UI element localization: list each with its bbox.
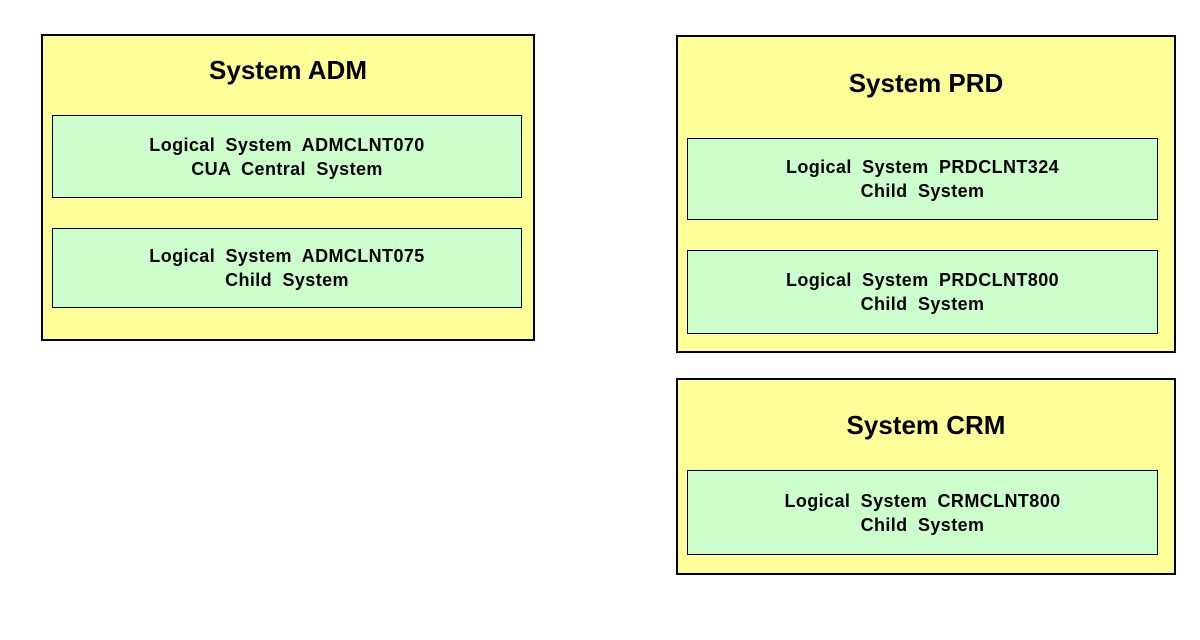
system-box-prd: System PRD Logical System PRDCLNT324 Chi… bbox=[676, 35, 1176, 353]
system-title-adm: System ADM bbox=[209, 55, 367, 85]
logical-system-name: Logical System PRDCLNT324 bbox=[785, 157, 1060, 177]
logical-system-role: Child System bbox=[860, 294, 985, 314]
logical-system-role: CUA Central System bbox=[191, 158, 383, 179]
logical-system-box-admclnt075: Logical System ADMCLNT075 Child System bbox=[52, 228, 522, 308]
system-box-crm: System CRM Logical System CRMCLNT800 Chi… bbox=[676, 378, 1176, 575]
logical-system-box-admclnt070: Logical System ADMCLNT070 CUA Central Sy… bbox=[52, 115, 522, 198]
system-box-adm: System ADM Logical System ADMCLNT070 CUA… bbox=[41, 34, 535, 341]
logical-system-name: Logical System ADMCLNT075 bbox=[149, 246, 425, 266]
logical-system-box-crmclnt800: Logical System CRMCLNT800 Child System bbox=[687, 470, 1158, 555]
system-title-crm: System CRM bbox=[846, 410, 1006, 440]
logical-system-box-prdclnt800: Logical System PRDCLNT800 Child System bbox=[687, 250, 1158, 334]
logical-system-name: Logical System ADMCLNT070 bbox=[149, 134, 425, 155]
logical-system-role: Child System bbox=[860, 181, 985, 201]
logical-system-role: Child System bbox=[860, 514, 985, 535]
system-title-prd: System PRD bbox=[848, 68, 1004, 98]
logical-system-role: Child System bbox=[225, 270, 349, 290]
logical-system-box-prdclnt324: Logical System PRDCLNT324 Child System bbox=[687, 138, 1158, 220]
logical-system-name: Logical System CRMCLNT800 bbox=[784, 490, 1061, 511]
logical-system-name: Logical System PRDCLNT800 bbox=[785, 270, 1060, 290]
